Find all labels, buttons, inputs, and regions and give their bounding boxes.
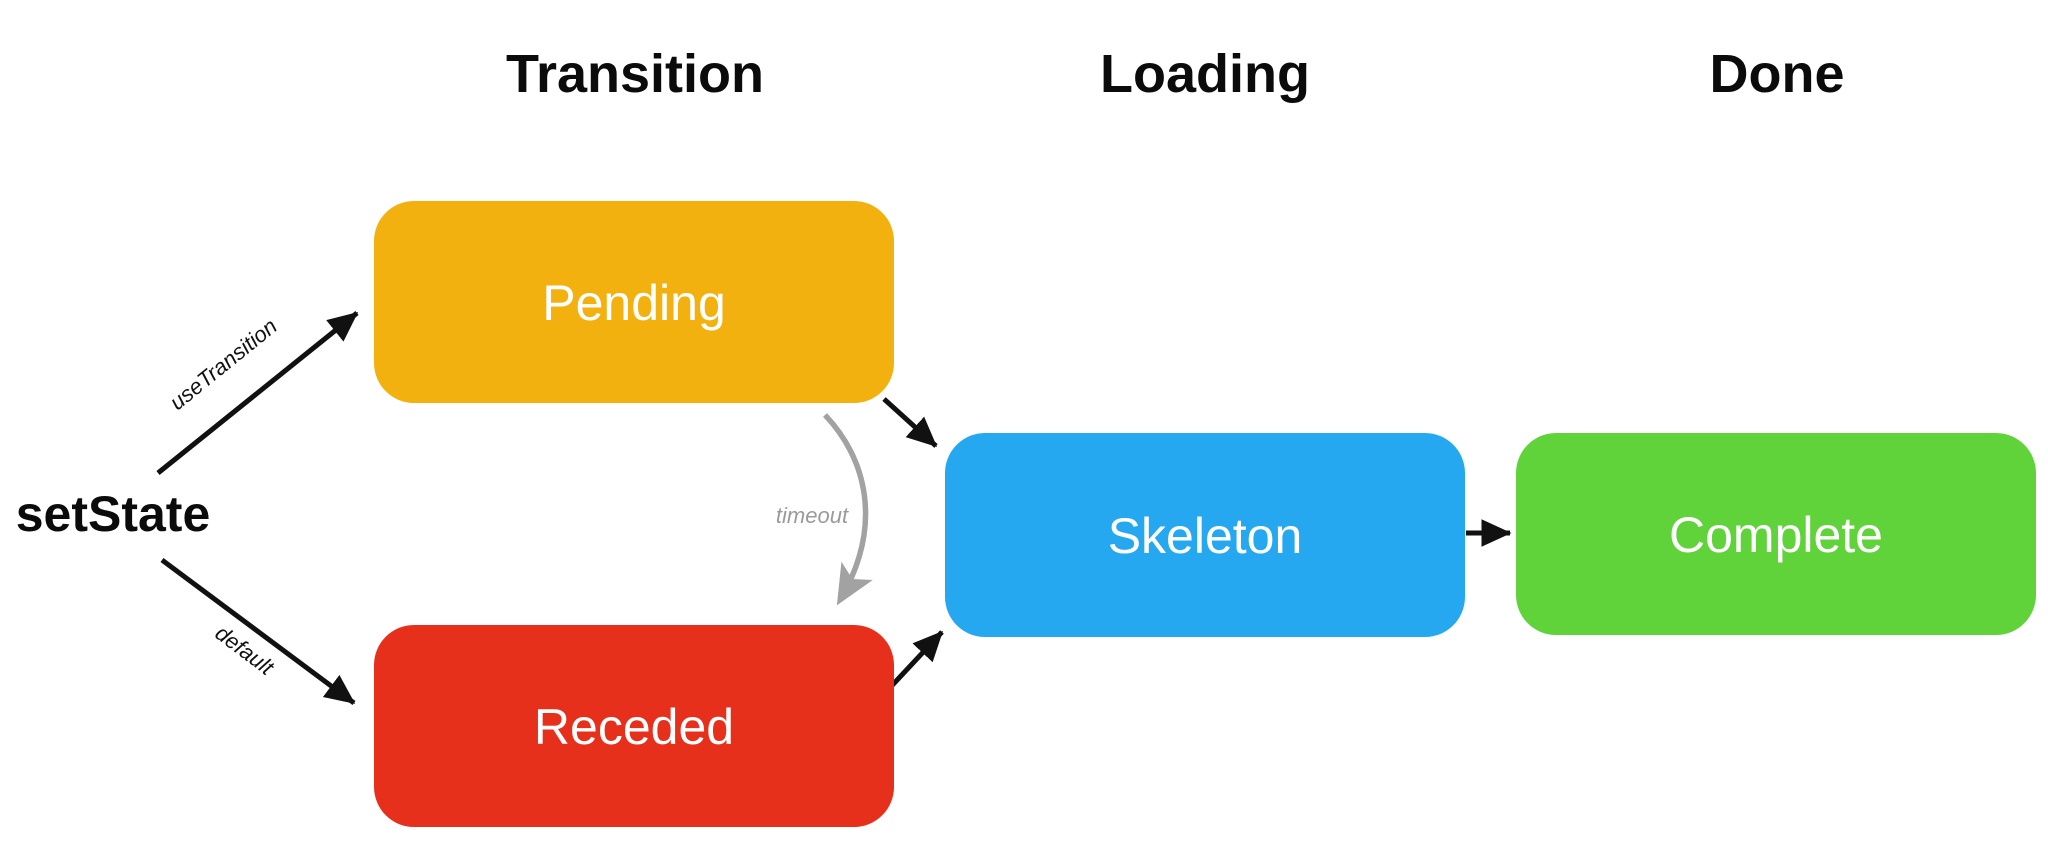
node-pending-box <box>374 201 894 403</box>
source-label-setstate: setState <box>16 486 211 542</box>
edge-usetransition-label: useTransition <box>165 313 282 415</box>
node-complete-box <box>1516 433 2036 635</box>
column-headers: Transition Loading Done <box>506 44 1845 104</box>
node-complete: Complete <box>1516 433 2036 635</box>
node-receded: Receded <box>374 625 894 827</box>
edge-default-arrow <box>160 557 356 706</box>
node-skeleton-box <box>945 433 1465 637</box>
node-pending-label: Pending <box>542 275 726 331</box>
node-receded-box <box>374 625 894 827</box>
edge-timeout-arrow <box>823 413 873 606</box>
edge-pending-skeleton-arrow <box>882 397 938 448</box>
column-header-loading: Loading <box>1100 44 1310 104</box>
node-complete-label: Complete <box>1669 507 1883 563</box>
node-receded-label: Receded <box>534 699 734 755</box>
column-header-done: Done <box>1710 44 1845 104</box>
node-pending: Pending <box>374 201 894 403</box>
edge-default-label: default <box>211 620 280 680</box>
nodes: Pending Receded Skeleton Complete <box>374 201 2036 827</box>
column-header-transition: Transition <box>506 44 764 104</box>
node-skeleton-label: Skeleton <box>1108 508 1303 564</box>
edge-usetransition-arrow <box>156 311 359 475</box>
edge-timeout-label: timeout <box>776 503 849 528</box>
node-skeleton: Skeleton <box>945 433 1465 637</box>
